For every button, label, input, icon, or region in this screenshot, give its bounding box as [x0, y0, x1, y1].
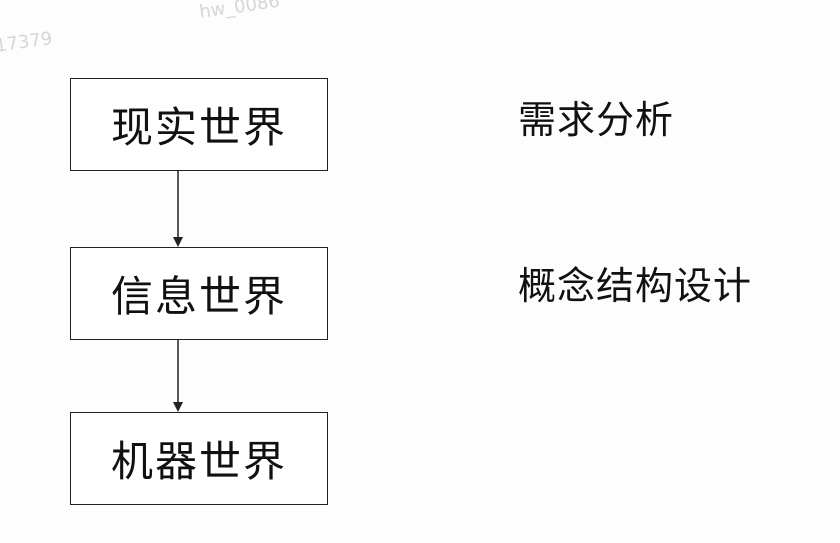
node-real-world: 现实世界 — [70, 78, 328, 171]
node-machine-world-label: 机器世界 — [110, 437, 287, 486]
label-requirements-analysis: 需求分析 — [518, 98, 675, 142]
node-info-world-label: 信息世界 — [110, 272, 287, 321]
node-info-world: 信息世界 — [70, 247, 328, 340]
node-real-world-label: 现实世界 — [110, 103, 287, 152]
label-conceptual-design: 概念结构设计 — [518, 264, 753, 308]
node-machine-world: 机器世界 — [70, 412, 328, 505]
